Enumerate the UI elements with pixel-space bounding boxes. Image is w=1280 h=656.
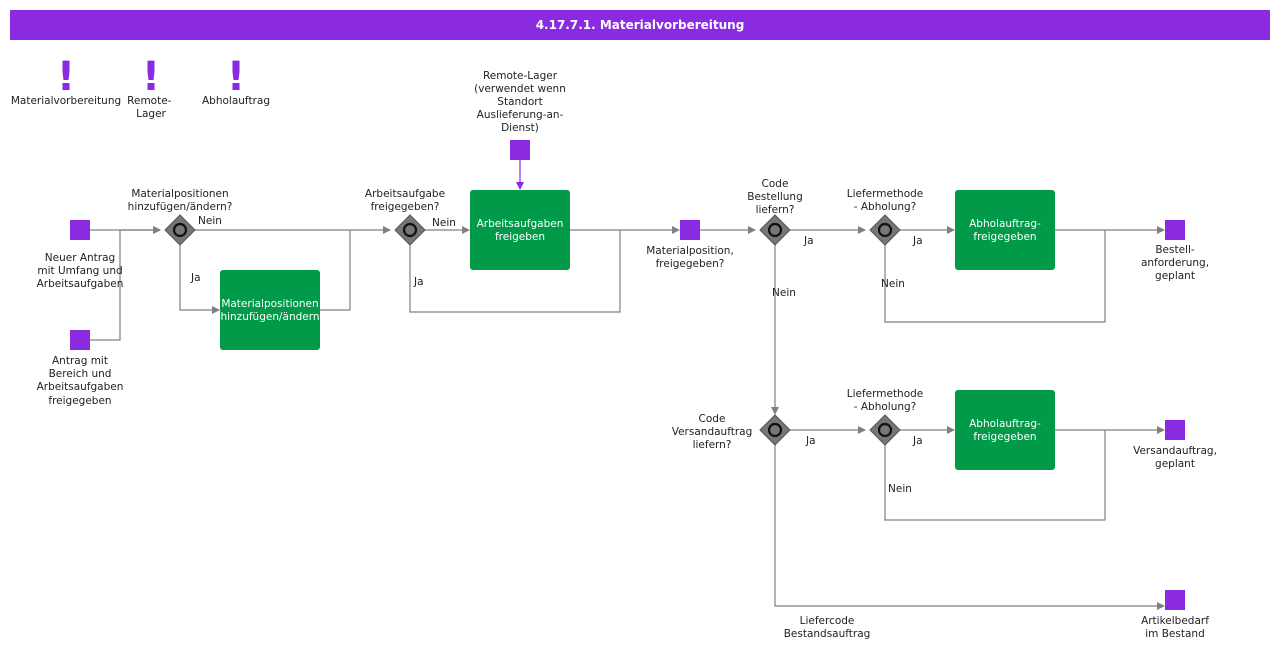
edge-label-ja: Ja [413, 276, 424, 288]
event-materialposition[interactable] [680, 220, 700, 240]
event-label: Materialposition,freigegeben? [646, 245, 734, 270]
flow-t1-g2 [320, 230, 351, 311]
edge-label-ja: Ja [805, 435, 816, 447]
event-label: Bestell-anforderung,geplant [1141, 244, 1209, 282]
gateway-code-versandauftrag[interactable] [759, 414, 791, 446]
edge-label-nein: Nein [198, 215, 222, 227]
legend: ! Materialvorbereitung ! Remote- Lager !… [11, 54, 270, 120]
edge-label-nein: Nein [881, 278, 905, 290]
end-event-bestellanforderung[interactable] [1165, 220, 1185, 240]
task-label: Abholauftrag-freigegeben [969, 218, 1041, 243]
gateway-label: Liefermethode- Abholung? [847, 388, 924, 413]
edge-label-nein: Nein [432, 217, 456, 229]
flow-g6-nein [884, 430, 1106, 521]
task-arbeitsaufgaben-freigeben[interactable] [470, 190, 570, 270]
gateway-label: Liefermethode- Abholung? [847, 188, 924, 213]
edge-label-nein: Nein [888, 483, 912, 495]
flow-g1-ja-t1 [179, 245, 220, 314]
edge-label-nein: Nein [772, 287, 796, 299]
exclamation-icon: ! [57, 54, 75, 100]
event-label: Versandauftrag,geplant [1133, 445, 1217, 470]
connectors [90, 226, 1165, 610]
gateway-arbeitsaufgabe[interactable] [394, 214, 426, 246]
edge-label-ja: Ja [912, 435, 923, 447]
exclamation-icon: ! [227, 54, 245, 100]
flow-g4-nein [884, 230, 1106, 323]
gateway-materialpositionen[interactable] [164, 214, 196, 246]
edge-label-ja: Ja [190, 272, 201, 284]
flow-start2-g1 [90, 226, 161, 341]
end-event-artikelbedarf[interactable] [1165, 590, 1185, 610]
task-label: Abholauftrag-freigegeben [969, 418, 1041, 443]
task-abholauftrag-2[interactable] [955, 390, 1055, 470]
task-materialpositionen[interactable] [220, 270, 320, 350]
start-event-antrag-freigegeben[interactable] [70, 330, 90, 350]
flow-g2-ja [409, 230, 621, 313]
gateway-liefermethode-2[interactable] [869, 414, 901, 446]
legend-label-remote-lager: Remote- Lager [127, 95, 175, 120]
edge-label-ja: Ja [912, 235, 923, 247]
diagram-title: 4.17.7.1. Materialvorbereitung [10, 10, 1270, 40]
gateway-liefermethode-1[interactable] [869, 214, 901, 246]
task-abholauftrag-1[interactable] [955, 190, 1055, 270]
legend-label-materialvorbereitung: Materialvorbereitung [11, 95, 121, 107]
event-remote-lager[interactable] [510, 140, 530, 160]
end-event-versandauftrag[interactable] [1165, 420, 1185, 440]
edge-label-ja: Ja [803, 235, 814, 247]
gateway-code-bestellung[interactable] [759, 214, 791, 246]
start-event-neuer-antrag[interactable] [70, 220, 90, 240]
flow-g5-liefercode-end3 [774, 445, 1165, 610]
exclamation-icon: ! [142, 54, 160, 100]
legend-label-abholauftrag: Abholauftrag [202, 95, 270, 107]
